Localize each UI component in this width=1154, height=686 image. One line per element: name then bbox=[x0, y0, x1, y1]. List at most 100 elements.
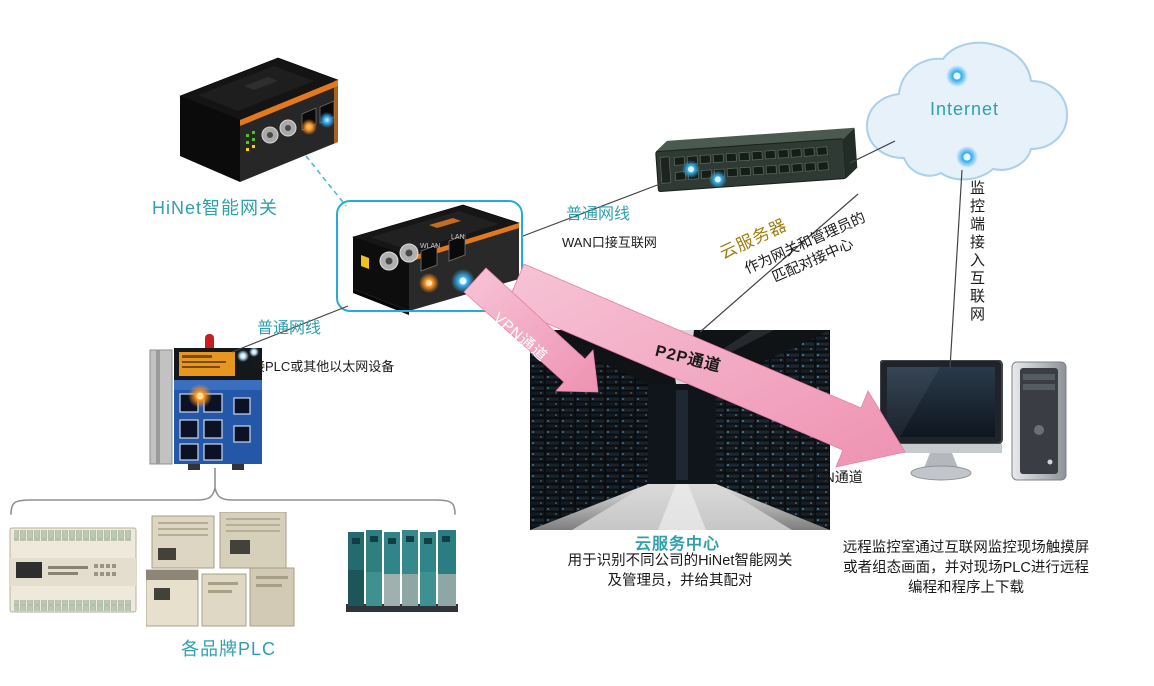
walkway-highlight bbox=[658, 484, 706, 530]
gateway-orange-stripe bbox=[240, 80, 338, 126]
remote-room-desc-line-1: 远程监控室通过互联网监控现场触摸屏 bbox=[842, 540, 1090, 556]
din-rail-slot bbox=[156, 350, 160, 464]
module-display-1 bbox=[158, 548, 176, 560]
switch-illustration bbox=[655, 127, 858, 192]
cloud-center-desc-line-1: 用于识别不同公司的HiNet智能网关 bbox=[567, 553, 793, 569]
module-line-1 bbox=[208, 582, 238, 585]
plc-modules-back bbox=[151, 511, 287, 569]
cable-cloud-to-computer bbox=[949, 169, 963, 369]
gateway-logo-plate bbox=[244, 77, 278, 90]
terminal-row-top bbox=[14, 530, 132, 541]
module-display-2 bbox=[230, 540, 250, 554]
active-port bbox=[196, 392, 204, 400]
status-glow-1 bbox=[237, 350, 249, 362]
plc-modules-teal bbox=[348, 530, 456, 606]
cable-top-label: 普通网线 bbox=[566, 206, 631, 223]
module-display-3 bbox=[154, 588, 170, 600]
optical-drive-2 bbox=[1023, 384, 1055, 390]
ethernet-ports bbox=[420, 234, 466, 272]
brace-curve bbox=[10, 487, 456, 515]
monitor-access-label: 监控端接入互联网 bbox=[968, 180, 985, 324]
cloud-center-desc: 用于识别不同公司的HiNet智能网关 及管理员，并给其配对 bbox=[503, 551, 857, 591]
orange-edge bbox=[334, 80, 338, 144]
label-line-2 bbox=[182, 361, 226, 363]
gateway1-label: HiNet智能网关 bbox=[152, 198, 279, 218]
cloud-center-desc-line-2: 及管理员，并给其配对 bbox=[607, 573, 753, 589]
tower-front-panel bbox=[1020, 368, 1058, 474]
module-line-4 bbox=[256, 584, 282, 587]
plc-group-label: 各品牌PLC bbox=[181, 639, 277, 659]
cloud-shape bbox=[865, 41, 1069, 181]
yellow-led bbox=[361, 255, 369, 269]
plc-brace bbox=[5, 462, 460, 527]
tower-logo bbox=[1034, 425, 1044, 435]
monitor-stand bbox=[924, 453, 958, 468]
plc-unit-3 bbox=[346, 522, 464, 629]
brace-illustration bbox=[10, 468, 456, 515]
hinet-gateway-1-device bbox=[166, 50, 346, 190]
orange-port-glow bbox=[301, 119, 317, 135]
plc-text-bar-1 bbox=[48, 566, 88, 569]
din-rail bbox=[149, 349, 173, 465]
cloud-node-top bbox=[953, 72, 961, 80]
plc-display bbox=[16, 562, 42, 578]
gateway-1-illustration bbox=[179, 57, 339, 182]
remote-room-desc-line-2: 或者组态画面，并对现场PLC进行远程 bbox=[843, 560, 1089, 576]
gateway-bottom-edge bbox=[353, 289, 409, 315]
lan-port-label: LAN bbox=[451, 234, 465, 241]
back-rack bbox=[676, 390, 688, 480]
cloud-illustration bbox=[865, 41, 1069, 181]
internet-cloud bbox=[858, 36, 1073, 193]
gateway-top-panel bbox=[371, 211, 499, 251]
module-line-2 bbox=[208, 590, 232, 593]
plc-3-illustration bbox=[346, 530, 458, 612]
hinet-gateway-2-device bbox=[343, 197, 525, 320]
switch-body-top bbox=[174, 380, 262, 390]
mounting-rail bbox=[346, 604, 458, 612]
plc-unit-1 bbox=[6, 506, 141, 633]
vpn-tunnel-2-label: VPN通道 bbox=[806, 469, 863, 485]
foot-left bbox=[188, 464, 200, 470]
monitor-chin bbox=[880, 444, 1002, 453]
plc-led-row bbox=[94, 564, 116, 576]
label-line-3 bbox=[182, 366, 220, 368]
cloud-node-bottom bbox=[963, 153, 971, 161]
gateway-highlight-box bbox=[336, 200, 523, 312]
active-port-1 bbox=[688, 166, 695, 173]
industrial-switch-illustration bbox=[149, 334, 262, 470]
remote-room-desc: 远程监控室通过互联网监控现场触摸屏 或者组态画面，并对现场PLC进行远程 编程和… bbox=[823, 538, 1109, 598]
industrial-switch-device bbox=[148, 334, 268, 479]
computer-illustration bbox=[879, 359, 1067, 481]
module-detail-squares bbox=[352, 536, 450, 544]
monitoring-computer bbox=[879, 359, 1080, 500]
internet-label: Internet bbox=[930, 99, 1000, 119]
plc-unit-2 bbox=[145, 511, 296, 639]
port-row-2 bbox=[674, 161, 829, 181]
cable-left-label: 普通网线 bbox=[257, 320, 322, 337]
wan-note-label: WAN口接互联网 bbox=[562, 235, 657, 250]
switch-top-face bbox=[655, 127, 855, 152]
module-line-3 bbox=[256, 576, 288, 579]
label-line-1 bbox=[182, 355, 212, 358]
vent-lines bbox=[158, 518, 280, 536]
power-button bbox=[1047, 459, 1053, 465]
plc-text-bar-2 bbox=[48, 572, 78, 575]
orange-port-glow-core bbox=[426, 280, 432, 286]
monitor-base bbox=[910, 465, 972, 481]
optical-drive-1 bbox=[1023, 374, 1055, 380]
remote-room-desc-line-3: 编程和程序上下载 bbox=[908, 580, 1024, 596]
cloud-server-switch bbox=[645, 127, 860, 207]
port-row-1 bbox=[673, 146, 828, 166]
cloud-center-title: 云服务中心 bbox=[634, 536, 720, 553]
blue-port-glow bbox=[319, 112, 335, 128]
wlan-port-label: WLAN bbox=[420, 243, 441, 250]
module-top-strip bbox=[146, 570, 198, 580]
status-leds bbox=[246, 131, 255, 151]
antenna-connectors bbox=[261, 119, 297, 144]
plc-1-illustration bbox=[9, 527, 137, 613]
gateway-left-face bbox=[180, 96, 240, 182]
plc-2-illustration bbox=[145, 511, 295, 627]
terminal-row-bottom bbox=[14, 600, 132, 611]
gateway-2-illustration bbox=[352, 204, 520, 315]
